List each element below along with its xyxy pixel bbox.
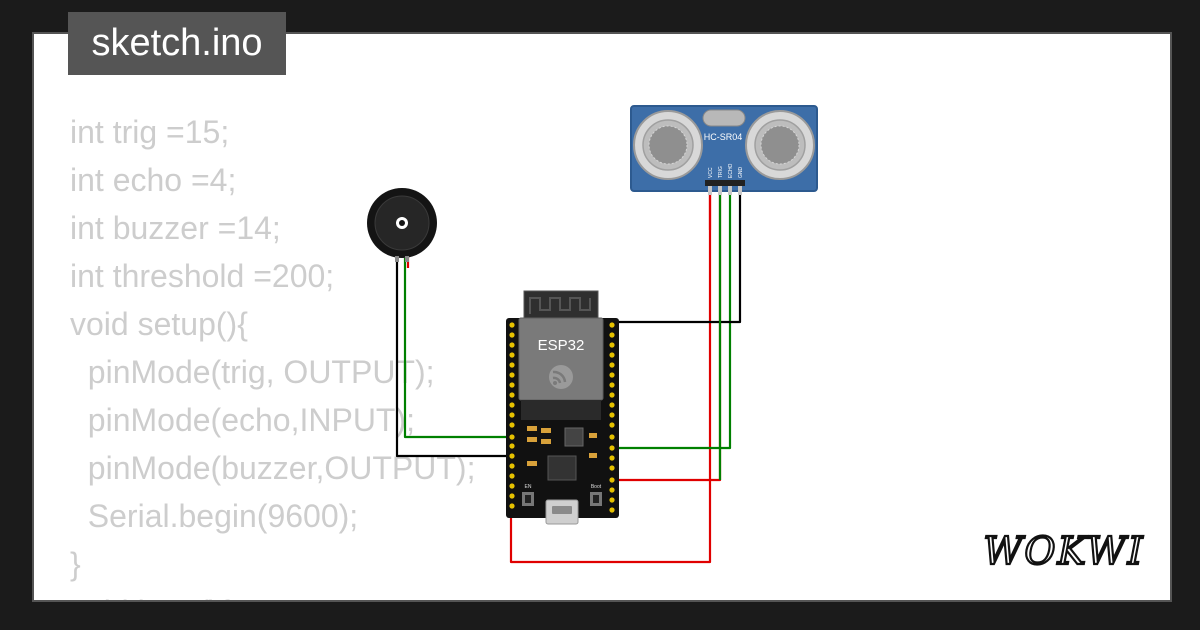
wire-buzzer-signal[interactable] [403,258,512,439]
wokwi-logo: WOKWI [982,528,1144,574]
esp32-label: ESP32 [538,337,585,354]
sensor-transducer-left [633,110,703,180]
code-line: pinMode(trig, OUTPUT); [70,354,435,390]
code-line: int trig =15; [70,114,230,150]
esp32-board[interactable]: ESP32 [506,290,619,525]
wire-buzzer-gnd[interactable] [395,258,512,458]
esp32-pins-left [509,322,515,509]
wire-echo[interactable] [612,193,732,450]
code-line: void loop(){ [70,588,475,600]
code-line: int threshold =200; [70,258,335,294]
sensor-pin-label: GND [738,167,744,179]
en-button[interactable] [522,492,534,506]
boot-button[interactable] [590,492,602,506]
sensor-transducer-right [745,110,815,180]
en-label: EN [525,484,532,490]
espressif-logo-icon [549,365,573,389]
wire-vcc[interactable] [509,193,712,564]
file-tab[interactable]: sketch.ino [68,12,286,75]
wire-trig[interactable] [612,193,722,482]
wokwi-logo-text: WOKWI [983,529,1144,573]
esp32-pins-right [609,322,615,513]
code-line: } [70,546,81,582]
hc-sr04-sensor[interactable]: HC-SR04 VCC TRIG ECHO GND [630,105,818,195]
sensor-pins [708,186,742,195]
usb-port [545,499,579,525]
code-line: void setup(){ [70,306,248,342]
sensor-pin-label: VCC [708,167,714,178]
wire-gnd-sensor[interactable] [612,193,742,324]
sensor-pin-label: ECHO [728,163,734,178]
code-line: Serial.begin(9600); [70,498,359,534]
code-line: pinMode(echo,INPUT); [70,402,416,438]
sensor-pin-label: TRIG [718,166,724,178]
boot-label: Boot [591,484,602,490]
buzzer[interactable] [367,188,437,262]
code-preview: int trig =15; int echo =4; int buzzer =14;… [70,108,475,600]
code-line: int echo =4; [70,162,237,198]
code-line: int buzzer =14; [70,210,281,246]
sensor-model-label: HC-SR04 [704,132,743,142]
